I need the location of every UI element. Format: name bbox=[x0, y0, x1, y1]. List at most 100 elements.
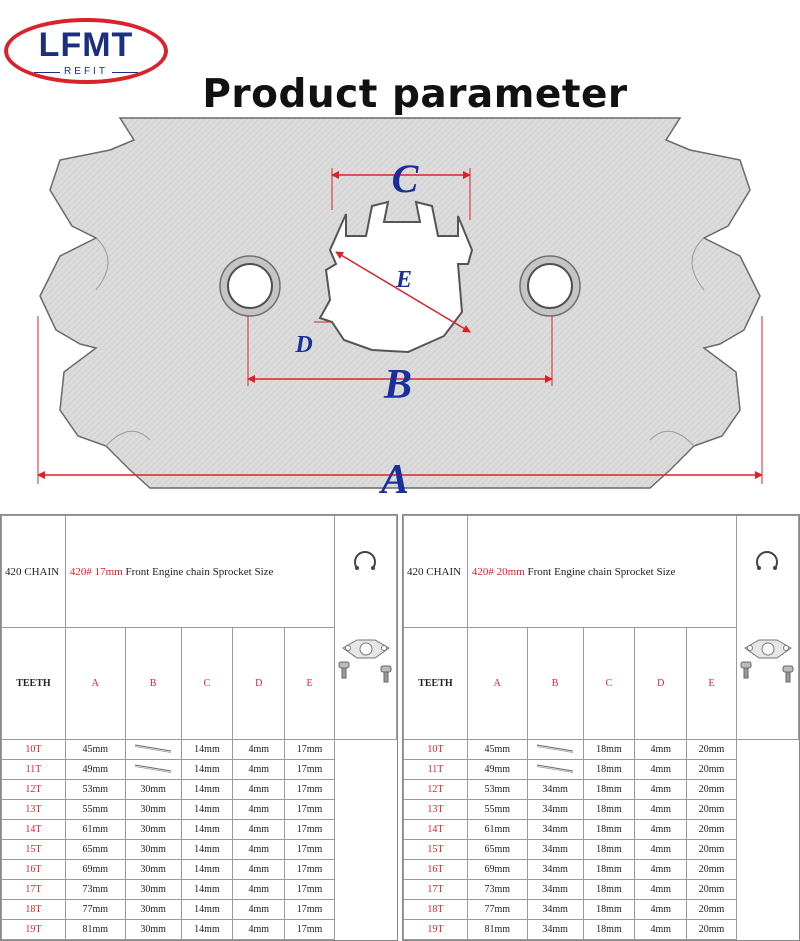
cell-e: 17mm bbox=[284, 839, 335, 860]
cell-e: 17mm bbox=[284, 799, 335, 820]
cell-a: 77mm bbox=[64, 899, 126, 920]
col-header-d: D bbox=[634, 627, 688, 740]
size-table-20mm: 420 CHAIN 420# 20mm Front Engine chain S… bbox=[402, 514, 800, 941]
col-header-e: E bbox=[686, 627, 737, 740]
cell-b: 34mm bbox=[526, 899, 584, 920]
cell-teeth: 16T bbox=[403, 859, 468, 880]
cell-a: 55mm bbox=[64, 799, 126, 820]
cell-e: 20mm bbox=[686, 799, 737, 820]
cell-c: 18mm bbox=[582, 919, 636, 940]
dim-label-e: E bbox=[395, 267, 412, 293]
cell-a: 81mm bbox=[64, 919, 126, 940]
cell-b: 30mm bbox=[124, 919, 182, 940]
cell-a: 55mm bbox=[466, 799, 528, 820]
cell-d: 4mm bbox=[634, 759, 688, 780]
cell-teeth: 11T bbox=[1, 759, 66, 780]
cell-e: 17mm bbox=[284, 919, 335, 940]
cell-e: 17mm bbox=[284, 819, 335, 840]
cell-b-empty bbox=[526, 739, 584, 760]
cell-teeth: 17T bbox=[1, 879, 66, 900]
cell-e: 20mm bbox=[686, 819, 737, 840]
col-header-c: C bbox=[180, 627, 234, 740]
dimension-lines bbox=[37, 168, 763, 484]
cell-a: 61mm bbox=[64, 819, 126, 840]
lock-plate-icon bbox=[744, 639, 793, 659]
cell-e: 17mm bbox=[284, 859, 335, 880]
col-header-teeth: TEETH bbox=[403, 627, 468, 740]
lock-plate-icon bbox=[342, 639, 391, 659]
cell-c: 18mm bbox=[582, 799, 636, 820]
cell-c: 18mm bbox=[582, 739, 636, 760]
cell-d: 4mm bbox=[232, 779, 286, 800]
col-header-b: B bbox=[526, 627, 584, 740]
cell-e: 17mm bbox=[284, 739, 335, 760]
cell-teeth: 16T bbox=[1, 859, 66, 880]
cell-teeth: 17T bbox=[403, 879, 468, 900]
cell-d: 4mm bbox=[634, 859, 688, 880]
cell-a: 69mm bbox=[64, 859, 126, 880]
cell-d: 4mm bbox=[232, 739, 286, 760]
cell-b: 34mm bbox=[526, 799, 584, 820]
cell-c: 18mm bbox=[582, 899, 636, 920]
cell-d: 4mm bbox=[634, 819, 688, 840]
chain-label: 420 CHAIN bbox=[403, 515, 468, 628]
cell-d: 4mm bbox=[634, 839, 688, 860]
circlip-icon bbox=[756, 551, 779, 570]
cell-b: 34mm bbox=[526, 819, 584, 840]
not-applicable-icon bbox=[135, 744, 172, 753]
cell-c: 18mm bbox=[582, 839, 636, 860]
cell-b-empty bbox=[526, 759, 584, 780]
cell-a: 49mm bbox=[466, 759, 528, 780]
cell-b: 30mm bbox=[124, 859, 182, 880]
cell-d: 4mm bbox=[634, 879, 688, 900]
not-applicable-icon bbox=[135, 764, 172, 773]
cell-e: 20mm bbox=[686, 739, 737, 760]
cell-c: 18mm bbox=[582, 819, 636, 840]
cell-a: 77mm bbox=[466, 899, 528, 920]
cell-teeth: 10T bbox=[1, 739, 66, 760]
cell-d: 4mm bbox=[232, 799, 286, 820]
col-header-a: A bbox=[466, 627, 528, 740]
cell-c: 18mm bbox=[582, 779, 636, 800]
cell-teeth: 11T bbox=[403, 759, 468, 780]
cell-teeth: 13T bbox=[403, 799, 468, 820]
col-header-a: A bbox=[64, 627, 126, 740]
logo-rule-right bbox=[112, 72, 138, 73]
cell-a: 53mm bbox=[466, 779, 528, 800]
cell-teeth: 14T bbox=[403, 819, 468, 840]
cell-b: 30mm bbox=[124, 799, 182, 820]
cell-c: 14mm bbox=[180, 739, 234, 760]
cell-a: 45mm bbox=[466, 739, 528, 760]
cell-e: 17mm bbox=[284, 899, 335, 920]
brand-logo: LFMT REFIT bbox=[4, 18, 168, 84]
cell-d: 4mm bbox=[232, 899, 286, 920]
cell-a: 65mm bbox=[64, 839, 126, 860]
sprocket-diagram: C E D B A bbox=[37, 117, 763, 503]
cell-b: 34mm bbox=[526, 859, 584, 880]
cell-b: 34mm bbox=[526, 839, 584, 860]
cell-e: 17mm bbox=[284, 759, 335, 780]
col-header-c: C bbox=[582, 627, 636, 740]
cell-c: 18mm bbox=[582, 859, 636, 880]
cell-e: 20mm bbox=[686, 839, 737, 860]
cell-c: 14mm bbox=[180, 839, 234, 860]
cell-d: 4mm bbox=[634, 799, 688, 820]
cell-c: 14mm bbox=[180, 859, 234, 880]
cell-b: 34mm bbox=[526, 879, 584, 900]
bolt-icon bbox=[338, 661, 392, 683]
cell-e: 17mm bbox=[284, 879, 335, 900]
table-title: 420# 20mm Front Engine chain Sprocket Si… bbox=[466, 515, 737, 628]
